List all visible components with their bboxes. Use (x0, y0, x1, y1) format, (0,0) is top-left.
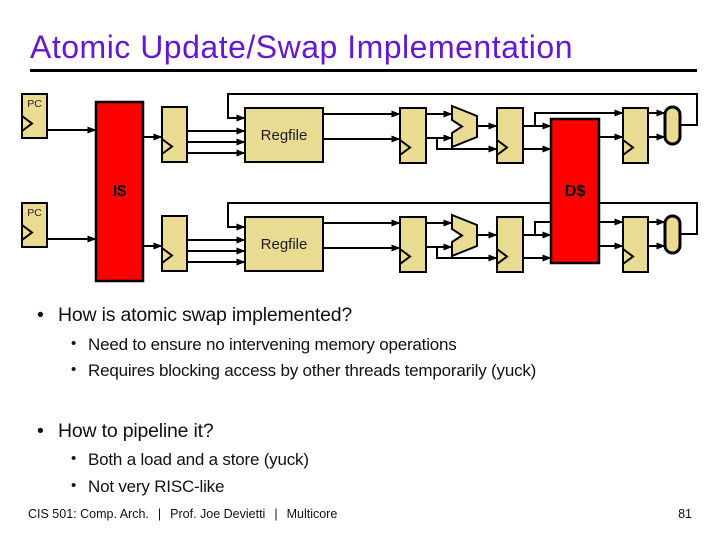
clock-triangle-icon (399, 248, 412, 265)
pc-label-bottom: PC (27, 207, 42, 219)
blocks-bottom-pipeline (21, 202, 682, 273)
clock-triangle-icon (21, 224, 34, 241)
clock-triangle-icon (21, 115, 34, 132)
writeback-latch-top (622, 107, 649, 164)
slide-title: Atomic Update/Swap Implementation (30, 29, 573, 65)
bullet-sub-2: Requires blocking access by other thread… (71, 361, 536, 381)
wires-bottom-pipeline (47, 202, 698, 266)
title-underline (30, 69, 697, 72)
writeback-feedback-bottom (227, 202, 698, 235)
clock-triangle-icon (496, 248, 509, 265)
footer-separator: | (157, 507, 162, 521)
dcache-block (549, 117, 601, 265)
bullet-main-2: How to pipeline it? (37, 420, 214, 443)
regfile-label-bottom: Regfile (261, 236, 308, 253)
blocks-top-pipeline (21, 93, 682, 164)
memory-latch-bottom (496, 216, 524, 273)
execute-latch-bottom (399, 216, 427, 273)
bullet-sub-1: Need to ensure no intervening memory ope… (71, 335, 457, 355)
decode-latch-bottom (161, 215, 188, 272)
wires-top-pipeline (47, 93, 698, 157)
bullet-sub-4: Not very RISC-like (71, 477, 224, 497)
clock-triangle-icon (399, 139, 412, 156)
writeback-feedback-top (227, 93, 698, 126)
clock-triangle-icon (161, 138, 174, 155)
pc-register-top (21, 93, 48, 139)
icache-block (94, 100, 145, 283)
regfile-bottom-block (244, 216, 324, 272)
alu-top (451, 104, 478, 149)
pc-label-top: PC (27, 98, 42, 110)
clock-triangle-icon (161, 247, 174, 264)
clock-triangle-icon (622, 139, 635, 156)
writeback-mux-bottom (663, 214, 682, 255)
clock-triangle-icon (496, 139, 509, 156)
execute-latch-top (399, 107, 427, 164)
memory-latch-top (496, 107, 524, 164)
footer-separator: | (274, 507, 278, 521)
footer-professor: Prof. Joe Devietti (170, 507, 266, 521)
regfile-top-block (244, 107, 324, 163)
footer: CIS 501: Comp. Arch. | Prof. Joe Devietti |… (28, 507, 337, 521)
page-number: 81 (678, 507, 692, 521)
footer-course: CIS 501: Comp. Arch. (28, 507, 149, 521)
clock-triangle-icon (622, 248, 635, 265)
writeback-mux-top (663, 105, 682, 146)
regfile-label-top: Regfile (261, 127, 308, 144)
dcache-label: D$ (565, 183, 586, 200)
decode-latch-top (161, 106, 188, 163)
bullet-main-1: How is atomic swap implemented? (37, 304, 352, 327)
icache-label: I$ (113, 183, 126, 200)
writeback-latch-bottom (622, 216, 649, 273)
bullet-sub-3: Both a load and a store (yuck) (71, 450, 309, 470)
alu-bottom (451, 213, 478, 258)
footer-topic: Multicore (286, 507, 338, 521)
